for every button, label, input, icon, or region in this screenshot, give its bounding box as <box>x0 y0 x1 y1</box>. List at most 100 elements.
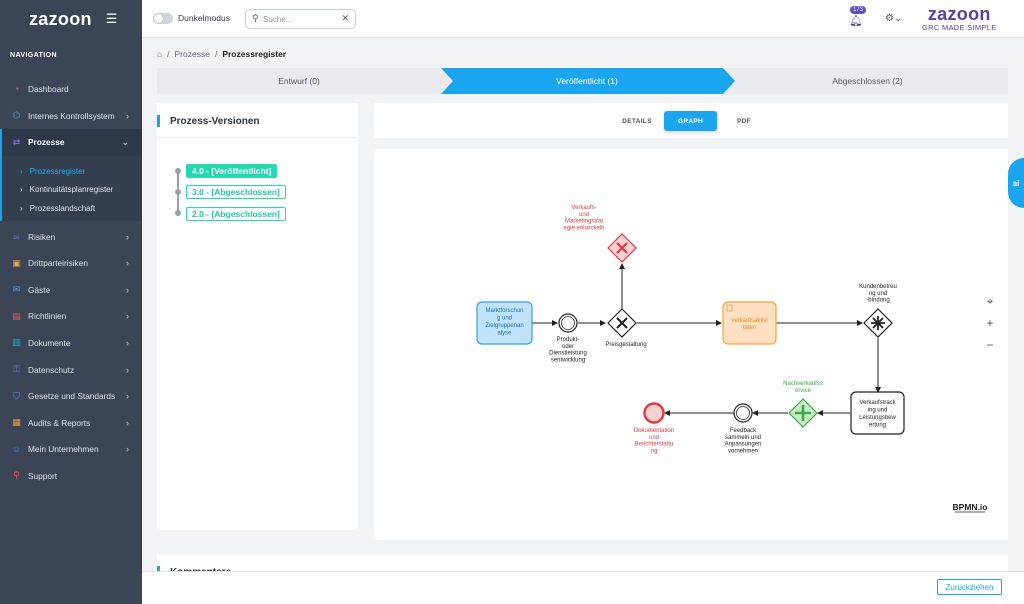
nav-section-title: NAVIGATION <box>10 52 57 59</box>
tab-pdf[interactable]: PDF <box>737 117 751 125</box>
version-dot <box>175 189 181 195</box>
support-icon: ⚲ <box>13 470 20 481</box>
sidebar-item-support[interactable]: ⚲ Support <box>0 463 142 490</box>
diagram-label-line: Verkaufs- <box>571 205 596 211</box>
version-3[interactable]: 3.0 - [Abgeschlossen] <box>186 185 286 199</box>
diagram-label-line: ertung <box>869 423 886 429</box>
step-draft[interactable]: Entwurf (0) <box>278 76 320 86</box>
diagram-label-line: sammeln und <box>725 435 761 441</box>
step-closed[interactable]: Abgeschlossen (2) <box>832 76 903 86</box>
breadcrumb-prozesse[interactable]: Prozesse <box>174 49 210 59</box>
sidebar-item-internes-kontrollsystem[interactable]: ⌬Internes Kontrollsystem› <box>0 103 142 130</box>
diagram-label-line: egie entwickeln <box>563 225 604 231</box>
package-icon: ▣ <box>12 257 21 268</box>
sidebar-item-prozesse[interactable]: ⇄Prozesse⌄ <box>0 129 142 156</box>
event-product-development[interactable] <box>558 313 578 333</box>
diagram-label-line: Zielgruppenan <box>485 323 523 329</box>
network-icon: ⌬ <box>12 110 21 121</box>
zoom-in-icon[interactable]: + <box>986 316 994 330</box>
clear-search-icon[interactable]: ✕ <box>341 13 349 23</box>
sidebar-logo: zazoon <box>29 8 92 29</box>
gear-icon[interactable]: ⚙⌄ <box>885 13 903 24</box>
sidebar-item-audits-reports[interactable]: ▦Audits & Reports› <box>0 409 142 436</box>
sidebar-item-label: Drittparteirisiken <box>28 258 88 269</box>
bell-icon[interactable]: 🔔︎ <box>849 15 863 27</box>
sidebar-item-drittparteirisiken[interactable]: ▣Drittparteirisiken› <box>0 250 142 277</box>
brand-logo: zazoon GRC MADE SIMPLE <box>922 5 997 32</box>
sidebar-item-risiken[interactable]: ∞Risiken› <box>0 223 142 250</box>
breadcrumb-current: Prozessregister <box>222 49 287 59</box>
ai-assistant-button[interactable]: ai <box>1008 158 1024 208</box>
gateway-complex[interactable] <box>863 308 893 338</box>
view-tabs: DETAILS GRAPH PDF <box>374 103 1008 138</box>
chevron-icon: › <box>126 391 129 402</box>
tab-details[interactable]: DETAILS <box>622 117 652 125</box>
reset-view-icon[interactable]: ⌖ <box>986 293 994 308</box>
gateway-parallel[interactable] <box>788 398 818 428</box>
chart-icon: ▦ <box>12 417 21 428</box>
chevron-icon: › <box>126 311 129 322</box>
sidebar-subitem[interactable]: ›Kontinuitätsplanregister <box>0 180 142 199</box>
zoom-out-icon[interactable]: − <box>986 338 994 352</box>
sidebar-subitem[interactable]: ›Prozesslandschaft <box>0 199 142 218</box>
bpmn-watermark[interactable]: BPMN.io <box>953 502 988 512</box>
diagram-label-line: Kundenbetreu <box>859 284 897 290</box>
sidebar-item-label: Gäste <box>28 284 51 295</box>
diagram-label-line: Dokumentation <box>634 428 674 434</box>
sidebar-item-label: Internes Kontrollsystem <box>28 110 115 121</box>
sidebar-subitem[interactable]: ›Prozessregister <box>0 162 142 181</box>
sidebar-item-datenschutz[interactable]: ⚿Datenschutz› <box>0 356 142 383</box>
gateway-exclusive[interactable] <box>607 308 637 338</box>
sidebar-item-gäste[interactable]: ✉Gäste› <box>0 276 142 303</box>
sequence-flows <box>532 263 881 416</box>
shield-icon: ⛉ <box>13 390 20 401</box>
chevron-icon: › <box>126 417 129 428</box>
sidebar-item-label: Gesetze und Standards <box>28 391 116 402</box>
version-4[interactable]: 4.0 - [Veröffentlicht] <box>186 164 278 178</box>
sidebar-subgroup-prozesse: ›Prozessregister›Kontinuitätsplanregiste… <box>0 155 142 222</box>
chevron-right-icon: › <box>20 185 23 195</box>
brand-name: zazoon <box>927 4 991 24</box>
end-event[interactable] <box>643 402 665 424</box>
home-icon[interactable]: ⌂ <box>157 49 163 59</box>
diagram-label-line: verkaufsaktivi <box>731 318 767 324</box>
chevron-icon: ⌄ <box>121 136 129 147</box>
diagram-label-line: ng und <box>869 291 887 297</box>
diagram-label-line: und <box>579 212 589 218</box>
sidebar-item-gesetze-und-standards[interactable]: ⛉ Gesetze und Standards › <box>0 383 142 410</box>
tab-graph[interactable]: GRAPH <box>664 111 717 131</box>
darkmode-toggle[interactable] <box>153 13 173 24</box>
search-input[interactable] <box>263 13 338 25</box>
sidebar-brand: zazoon ☰ <box>0 0 142 38</box>
file-icon: ▥ <box>12 337 21 348</box>
event-feedback[interactable] <box>733 403 753 423</box>
sidebar-item-label: Support <box>28 470 58 481</box>
chevron-right-icon: › <box>20 203 23 213</box>
diagram-label-line: täten <box>743 325 756 331</box>
sidebar-item-mein-unternehmen[interactable]: ☺Mein Unternehmen› <box>0 436 142 463</box>
sidebar-item-dokumente[interactable]: ▥Dokumente› <box>0 330 142 357</box>
sidebar-item-dashboard[interactable]: ◔Dashboard <box>0 76 142 103</box>
gateway-error[interactable] <box>607 233 637 263</box>
menu-toggle-icon[interactable]: ☰ <box>105 11 118 26</box>
darkmode-label: Dunkelmodus <box>178 13 230 23</box>
diagram-label-line: Leistungsbew <box>859 415 896 421</box>
swap-icon: ⇄ <box>12 136 21 147</box>
sidebar: zazoon ☰ NAVIGATION ◔Dashboard ⌬ Internes … <box>0 0 142 604</box>
sidebar-item-richtlinien[interactable]: ▤Richtlinien› <box>0 303 142 330</box>
step-published[interactable]: Veröffentlicht (1) <box>556 76 618 86</box>
withdraw-button[interactable]: Zurückziehen <box>937 579 1002 595</box>
version-2[interactable]: 2.0 - [Abgeschlossen] <box>186 207 286 221</box>
status-stepper: Entwurf (0) Veröffentlicht (1) Abgeschlo… <box>157 68 1008 94</box>
mail-icon: ✉ <box>12 284 21 295</box>
toggle-knob <box>154 14 163 23</box>
sidebar-subitem-label: Prozessregister <box>29 166 86 176</box>
diagram-label-line: Nachverkaufss <box>783 381 823 387</box>
